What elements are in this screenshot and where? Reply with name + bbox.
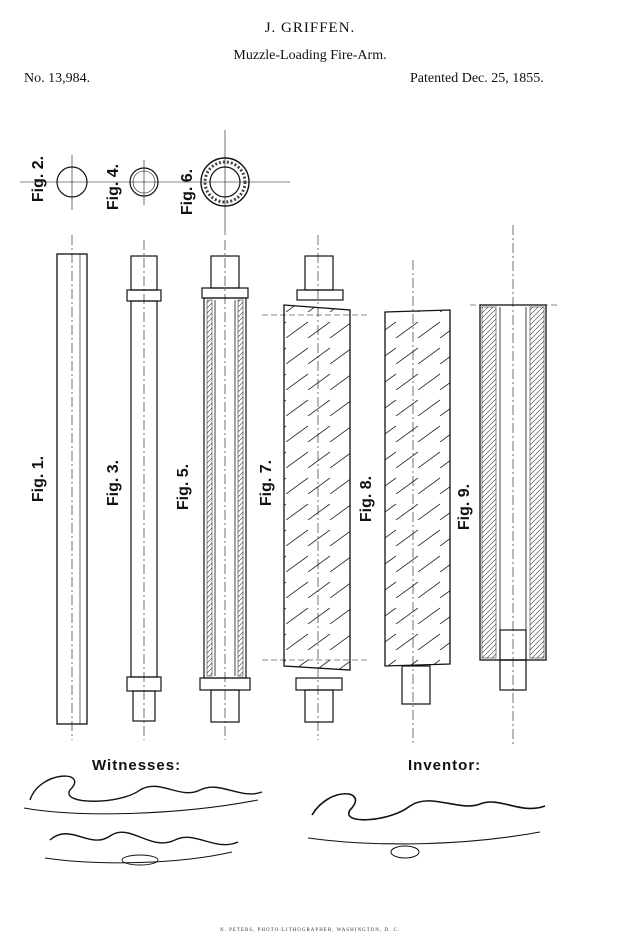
patent-title: Muzzle-Loading Fire-Arm.	[233, 48, 387, 63]
fig8-wrapping-strip	[384, 260, 451, 745]
fig2-label: Fig. 2.	[30, 155, 48, 203]
fig2-cross-section	[20, 155, 110, 210]
patent-date: Patented Dec. 25, 1855.	[410, 71, 544, 86]
witnesses-label: Witnesses:	[92, 757, 182, 774]
witness-signature-1	[23, 775, 263, 815]
inventor-label: Inventor:	[408, 757, 482, 774]
fig9-label: Fig. 9.	[456, 483, 474, 531]
fig1-label: Fig. 1.	[30, 455, 48, 503]
fig3-barrel	[126, 240, 162, 740]
inventor-signature	[307, 793, 546, 859]
fig6-label: Fig. 6.	[179, 168, 197, 216]
fig9-barrel-section	[470, 225, 560, 745]
fig5-barrel	[199, 240, 251, 740]
fig3-label: Fig. 3.	[105, 459, 123, 507]
fig6-cross-section	[180, 130, 290, 235]
fig4-cross-section	[110, 160, 180, 205]
fig7-label: Fig. 7.	[258, 459, 276, 507]
fig4-label: Fig. 4.	[105, 163, 123, 211]
witness-signature-2	[44, 831, 239, 866]
inventor-name: J. GRIFFEN.	[264, 20, 356, 36]
fig5-label: Fig. 5.	[175, 463, 193, 511]
printer-credit: N. PETERS, PHOTO-LITHOGRAPHER, WASHINGTO…	[219, 928, 401, 933]
patent-number: No. 13,984.	[24, 71, 91, 86]
fig8-label: Fig. 8.	[358, 475, 376, 523]
fig1-barrel	[56, 235, 88, 740]
fig7-barrel-wrapped	[262, 235, 370, 740]
